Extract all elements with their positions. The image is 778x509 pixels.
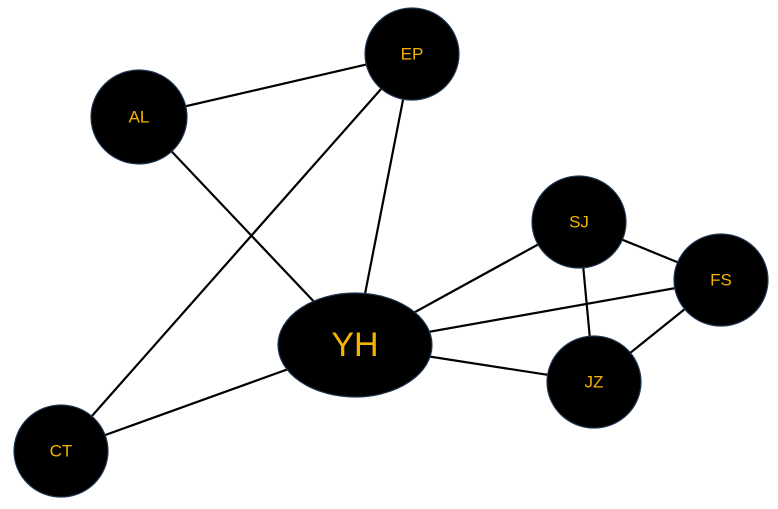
node-label-yh: YH <box>331 326 378 364</box>
node-ct: CT <box>13 404 109 498</box>
node-fs: FS <box>673 233 769 327</box>
node-circle-jz <box>546 335 642 429</box>
node-circle-ct <box>13 404 109 498</box>
node-label-ep: EP <box>401 45 424 64</box>
node-circle-al <box>90 69 188 165</box>
node-label-ct: CT <box>50 442 73 461</box>
node-jz: JZ <box>546 335 642 429</box>
node-label-fs: FS <box>710 271 732 290</box>
node-sj: SJ <box>531 175 627 269</box>
node-circle-ep <box>364 7 460 101</box>
node-circle-sj <box>531 175 627 269</box>
node-yh: YH <box>277 292 433 398</box>
node-layer: EP AL SJ FS YH JZ CT <box>13 7 769 498</box>
node-circle-fs <box>673 233 769 327</box>
node-label-al: AL <box>129 108 150 127</box>
node-circle-yh <box>277 292 433 398</box>
edge-ep-ct <box>60 53 413 452</box>
node-ep: EP <box>364 7 460 101</box>
node-label-jz: JZ <box>585 373 604 392</box>
node-al: AL <box>90 69 188 165</box>
node-label-sj: SJ <box>569 213 589 232</box>
